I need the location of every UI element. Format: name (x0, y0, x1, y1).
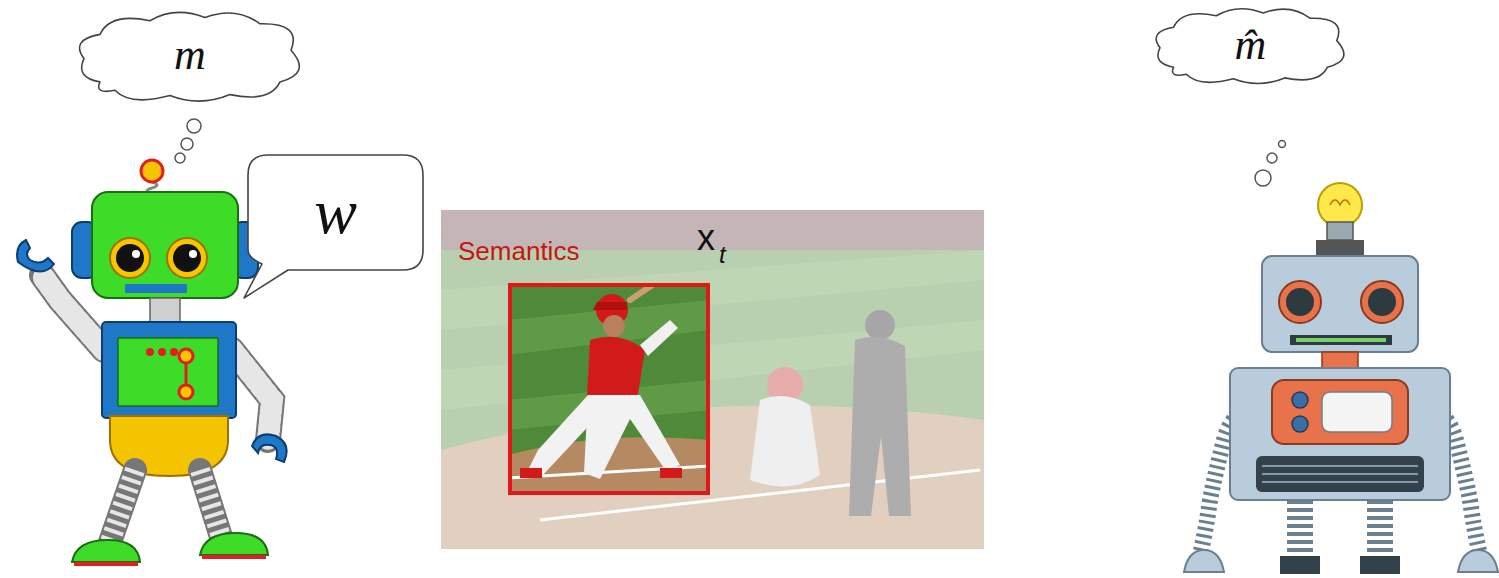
math-symbol: w (314, 177, 357, 247)
speech-bubble: w (248, 155, 423, 270)
box-heading: Semantics (458, 237, 579, 266)
thought-dot (1279, 141, 1286, 148)
variable-x: x (697, 218, 715, 258)
subscript-t: t (719, 242, 726, 268)
math-symbol: m (174, 31, 206, 79)
left-robot (17, 160, 287, 564)
thought-dot (1267, 153, 1277, 163)
right-robot (1184, 183, 1498, 574)
thought-dot (181, 138, 193, 150)
thought-dot (1255, 170, 1271, 186)
math-symbol: m̂ (1235, 21, 1267, 69)
thought-cloud: m (70, 8, 310, 103)
thought-dot (187, 119, 201, 133)
semantics-box: Semantics (508, 283, 710, 495)
thought-cloud: m̂ (1148, 5, 1353, 85)
baseball-photo (441, 210, 984, 549)
thought-dot (175, 153, 185, 163)
